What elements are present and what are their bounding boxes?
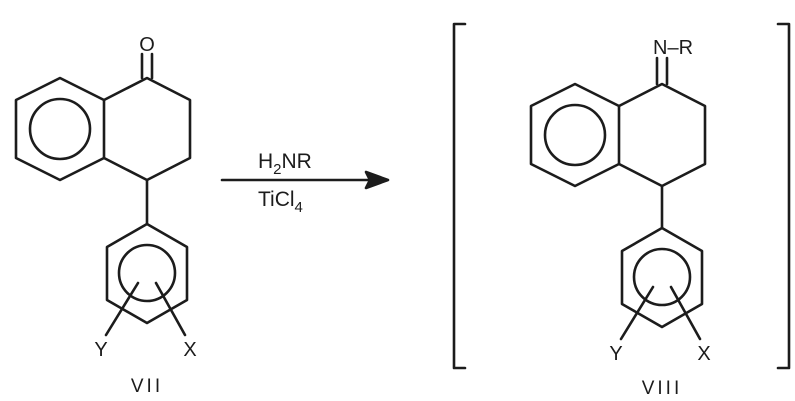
product-molecule: N–R Y X VIII (529, 37, 711, 399)
product-imine-nr-label: N–R (653, 37, 693, 59)
product-bracket-left (452, 22, 467, 370)
product-cyclohexane-ring (617, 82, 707, 188)
reactant-benzo-aromatic-circle (28, 97, 92, 161)
product-x-label: X (697, 343, 710, 365)
product-aryl-ring (620, 226, 704, 329)
product-bracket-right (776, 22, 791, 370)
reagent-amine: H2NR (258, 150, 312, 178)
product-benzo-aromatic-circle (543, 103, 607, 167)
product-aryl-aromatic-circle (632, 247, 692, 307)
reactant-cyclohexanone-ring (102, 76, 192, 182)
reactant-x-label: X (183, 339, 196, 361)
reactant-aryl-aromatic-circle (117, 243, 177, 303)
reactant-x-substituent-bond (154, 281, 187, 337)
reactant-molecule: O Y X VII (14, 34, 197, 397)
product-y-label: Y (609, 343, 622, 365)
reaction-arrow-group: H2NR TiCl4 (220, 150, 390, 216)
reactant-y-label: Y (94, 339, 107, 361)
reactant-compound-id: VII (131, 376, 163, 397)
reactant-y-substituent-bond (104, 281, 140, 337)
reaction-arrow-head (364, 170, 390, 190)
product-y-substituent-bond (619, 285, 655, 341)
reactant-oxygen-atom: O (139, 34, 155, 56)
product-x-substituent-bond (669, 285, 702, 341)
reagent-titanium-chloride: TiCl4 (258, 188, 303, 216)
reactant-aryl-ring (105, 222, 189, 325)
product-compound-id: VIII (642, 378, 683, 399)
